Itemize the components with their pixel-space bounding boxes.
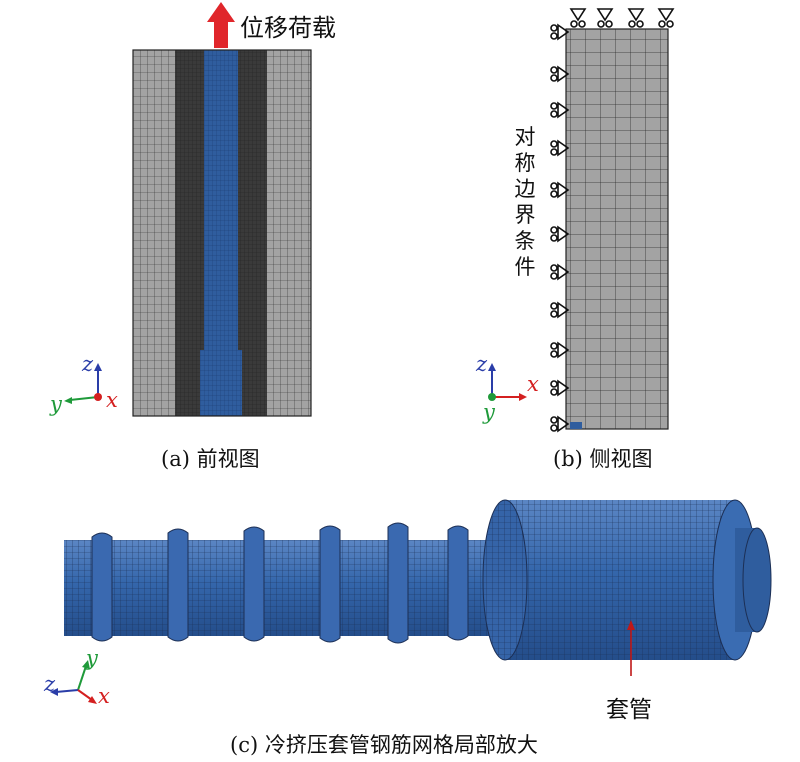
front-axis-x-label: x bbox=[106, 388, 118, 412]
symmetry-roller-supports bbox=[550, 23, 570, 433]
front-axis-z-label: z bbox=[82, 352, 94, 376]
sleeve-pointer-arrow bbox=[627, 620, 635, 630]
rebar-ribs bbox=[91, 522, 469, 644]
side-axis-z-label: z bbox=[476, 352, 488, 376]
front-axis-triad bbox=[64, 363, 102, 404]
front-view-caption: (a) 前视图 bbox=[161, 447, 260, 471]
detail-axis-x-label: x bbox=[98, 684, 110, 708]
detail-axis-triad bbox=[50, 660, 97, 704]
side-axis-x-label: x bbox=[527, 372, 539, 396]
symmetry-boundary-label: 对 称 边 界 条 件 bbox=[514, 125, 536, 279]
top-roller-supports bbox=[569, 8, 675, 28]
side-axis-triad bbox=[488, 363, 527, 401]
side-rebar-end bbox=[570, 422, 582, 429]
load-label: 位移荷载 bbox=[240, 14, 336, 42]
front-axis-y-label: y bbox=[50, 392, 62, 416]
detail-axis-y-label: y bbox=[86, 646, 98, 670]
detail-axis-z-label: z bbox=[44, 672, 56, 696]
side-view-caption: (b) 侧视图 bbox=[553, 447, 653, 471]
side-axis-y-label: y bbox=[483, 400, 495, 424]
displacement-load-arrow bbox=[207, 2, 235, 48]
sleeve-label: 套管 bbox=[606, 697, 652, 723]
detail-caption: (c) 冷挤压套管钢筋网格局部放大 bbox=[230, 733, 538, 757]
